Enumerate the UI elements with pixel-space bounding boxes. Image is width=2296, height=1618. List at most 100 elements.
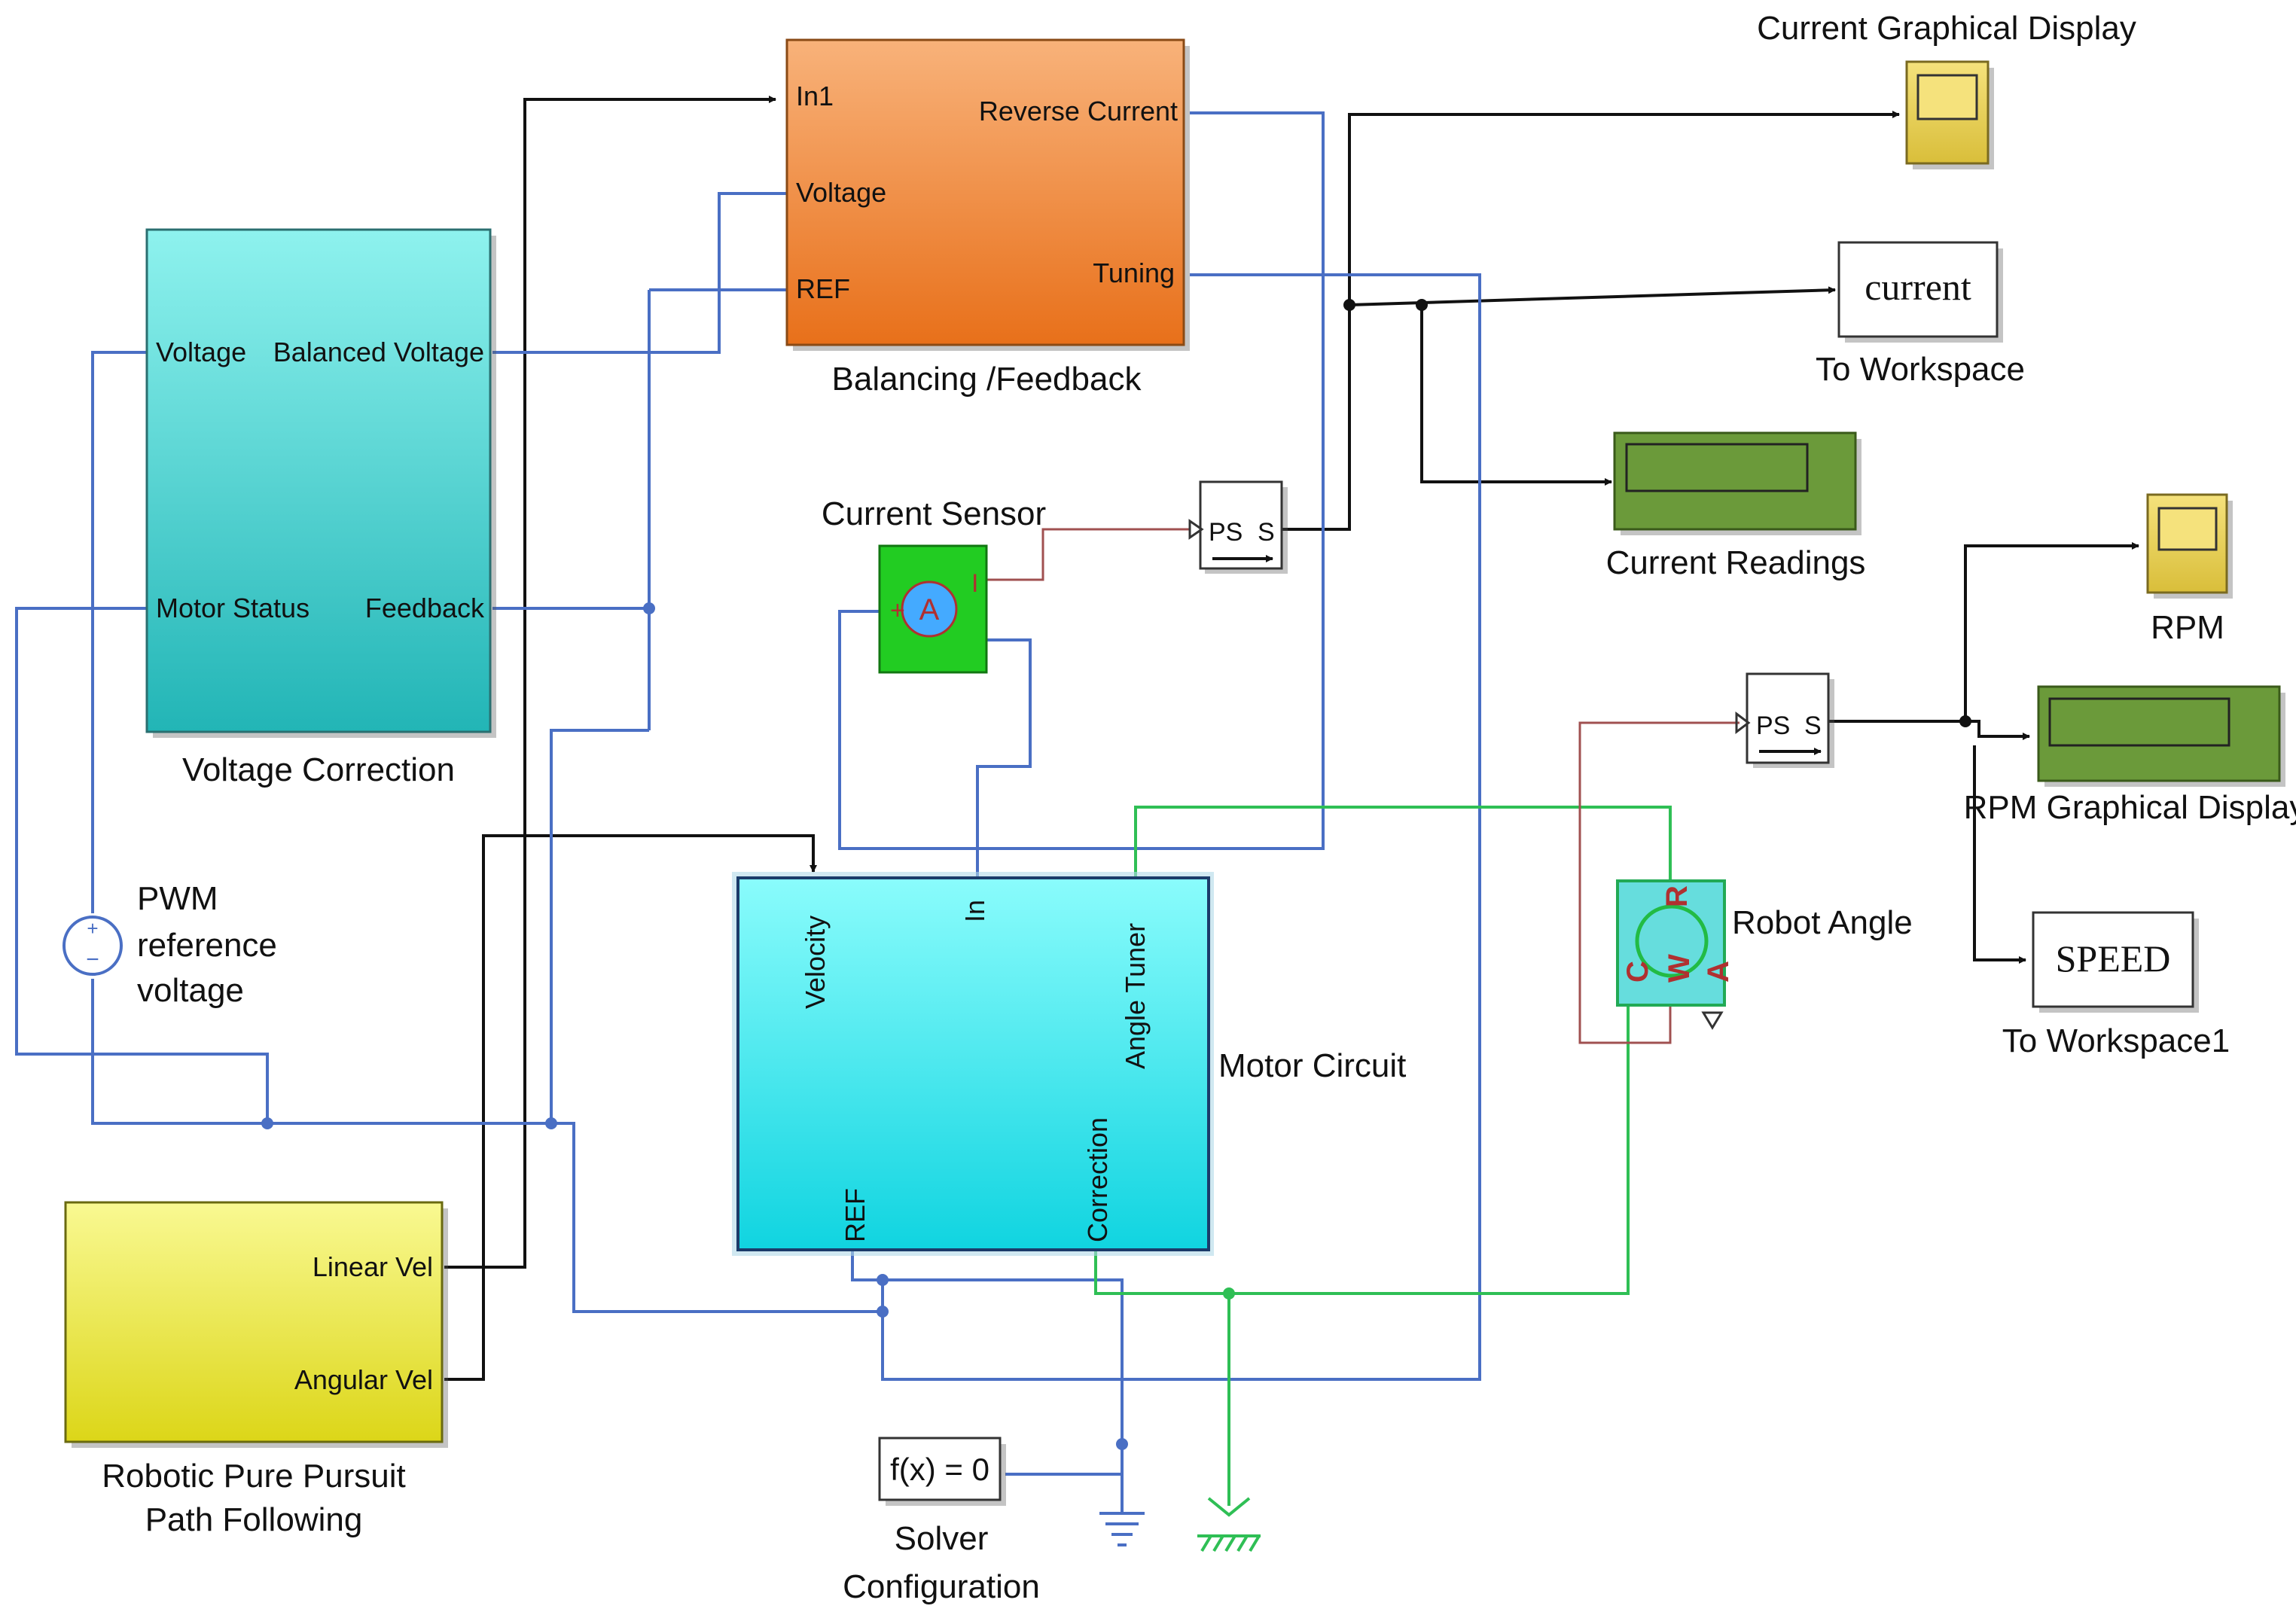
svg-text:−: − (86, 947, 99, 972)
balancing-feedback-label: Balancing /Feedback (832, 361, 1142, 398)
to-workspace1-block[interactable]: SPEED (2032, 911, 2199, 1013)
current-scope-block[interactable] (1905, 60, 1994, 169)
voltage-source-icon (63, 916, 123, 976)
wire-to-workspace-speed[interactable] (1973, 745, 2026, 964)
port-angular-vel: Angular Vel (294, 1364, 433, 1395)
port-reverse-current: Reverse Current (979, 96, 1178, 126)
to-workspace-label: To Workspace (1816, 351, 2025, 388)
rpm-display-block[interactable] (2037, 685, 2285, 787)
balancing-feedback-block[interactable]: In1 Voltage REF Reverse Current Tuning (785, 38, 1190, 351)
rotation-sensor-icon (1635, 904, 1709, 978)
port-ref-motor: REF (840, 1188, 871, 1242)
wire-motor-status[interactable] (15, 607, 269, 1123)
ammeter-glyph: A (919, 593, 940, 626)
pure-pursuit-label-line-1: Robotic Pure Pursuit (102, 1458, 406, 1495)
rpm-graphical-display-label: RPM Graphical Display (1964, 789, 2296, 826)
pure-pursuit-label-line-2: Path Following (145, 1501, 363, 1538)
port-voltage: Voltage (156, 337, 246, 367)
current-sensor-block[interactable]: A + I (878, 544, 988, 674)
pwm-voltage-source[interactable]: + − (63, 916, 123, 976)
pwm-label-line-3: voltage (137, 972, 244, 1009)
wire-correction[interactable] (1094, 1005, 1630, 1295)
current-readings-label: Current Readings (1606, 544, 1866, 581)
ps-converter-1[interactable]: PS S (1188, 480, 1288, 574)
voltage-correction-label: Voltage Correction (182, 751, 455, 788)
ps1-s: S (1258, 518, 1275, 547)
mech-junction (1223, 1287, 1235, 1300)
wire-robot-angle-to-ps2[interactable] (1578, 721, 1740, 1044)
physical-junctions (261, 602, 1128, 1450)
port-motor-status: Motor Status (156, 593, 309, 623)
current-graphical-display-label: Current Graphical Display (1757, 10, 2136, 47)
rpm-display-window-icon (2048, 697, 2230, 747)
workspace-variable-speed: SPEED (2056, 937, 2171, 980)
port-linear-vel: Linear Vel (313, 1251, 433, 1282)
ammeter-icon (901, 580, 958, 638)
robot-angle-label: Robot Angle (1732, 904, 1913, 941)
robot-angle-port-a: A (1702, 961, 1735, 983)
robot-angle-port-r: R (1660, 885, 1694, 907)
wire-solver[interactable] (1005, 1473, 1124, 1513)
robot-angle-port-w: W (1663, 954, 1696, 983)
wire-voltage-left[interactable] (91, 351, 147, 913)
wire-to-rpm-display[interactable] (1965, 720, 2030, 740)
wire-to-current-readings[interactable] (1420, 305, 1612, 486)
rpm-scope-screen-icon (2157, 507, 2218, 551)
wire-to-rpm-scope[interactable] (1964, 542, 2139, 721)
voltage-correction-block[interactable]: Voltage Balanced Voltage Motor Status Fe… (145, 228, 496, 738)
mechanical-ground-icon[interactable] (1197, 1497, 1261, 1552)
robot-angle-port-c: C (1621, 961, 1654, 983)
port-ref-bal: REF (796, 273, 850, 304)
solver-configuration-block[interactable]: f(x) = 0 (878, 1437, 1006, 1506)
wire-angular-vel-to-velocity[interactable] (444, 834, 817, 1381)
physical-wires (15, 111, 1481, 1513)
rpm-label: RPM (2151, 609, 2224, 646)
wire-feedback-down[interactable] (550, 729, 649, 1123)
rpm-scope-block[interactable] (2146, 493, 2233, 599)
display-window-icon (1625, 443, 1809, 492)
wire-pwm-bottom[interactable] (91, 979, 883, 1313)
wire-ref-motor-bottom[interactable] (852, 1278, 1124, 1476)
workspace-variable-current: current (1865, 266, 1971, 308)
port-correction: Correction (1082, 1117, 1113, 1242)
port-balanced-voltage: Balanced Voltage (273, 337, 484, 367)
port-feedback: Feedback (365, 593, 485, 623)
wire-sensor-to-in[interactable] (976, 638, 1032, 881)
current-readings-block[interactable] (1613, 431, 1861, 535)
port-angle-tuner: Angle Tuner (1120, 923, 1151, 1069)
ps1-ps: PS (1209, 518, 1243, 547)
pure-pursuit-block[interactable]: Linear Vel Angular Vel (64, 1201, 448, 1448)
wire-balanced-voltage[interactable] (492, 192, 787, 354)
pwm-label-line-1: PWM (137, 880, 218, 917)
electrical-ground-icon[interactable] (1099, 1512, 1145, 1546)
solver-label-line-2: Configuration (843, 1568, 1040, 1605)
wire-angle-tuner[interactable] (1134, 806, 1672, 882)
wire-reverse-current[interactable] (838, 111, 1325, 850)
wire-ps1-output[interactable] (1282, 305, 1351, 531)
to-workspace1-label: To Workspace1 (2002, 1022, 2230, 1059)
wire-sensor-i-to-ps1[interactable] (986, 528, 1190, 581)
pwm-label-line-2: reference (137, 927, 277, 964)
port-voltage-bal: Voltage (796, 177, 886, 208)
port-in: In (959, 900, 990, 922)
sensor-plus: + (890, 596, 905, 625)
signal-wires (444, 96, 2139, 1381)
solver-equation: f(x) = 0 (890, 1452, 989, 1487)
motor-circuit-block[interactable]: Velocity In Angle Tuner REF Correction (732, 872, 1214, 1256)
mechanical-wires (1094, 806, 1672, 1506)
port-velocity: Velocity (800, 916, 831, 1009)
sensor-i: I (971, 569, 978, 598)
signal-junctions (1343, 299, 1971, 727)
wire-to-current-display[interactable] (1348, 111, 1900, 305)
solver-label-line-1: Solver (895, 1520, 989, 1557)
wire-to-workspace-current[interactable] (1349, 286, 1836, 306)
scope-screen-icon (1916, 74, 1978, 120)
ps-converter-2[interactable]: PS S (1735, 672, 1834, 768)
ps2-s: S (1804, 711, 1822, 740)
current-sensor-label: Current Sensor (822, 495, 1046, 532)
ps2-ps: PS (1756, 711, 1790, 740)
motor-circuit-label: Motor Circuit (1218, 1047, 1406, 1084)
to-workspace-block[interactable]: current (1837, 241, 2003, 343)
robot-angle-block[interactable]: R C W A (1616, 879, 1735, 1030)
